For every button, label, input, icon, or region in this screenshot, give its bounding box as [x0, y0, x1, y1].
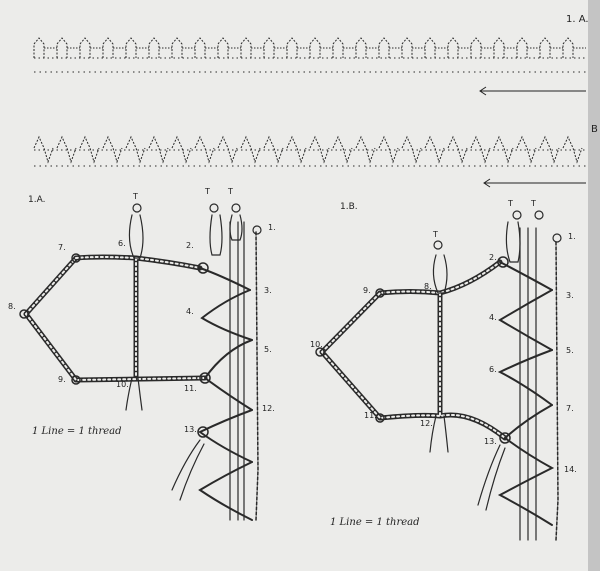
fig-a-step-7: 7.	[58, 243, 66, 252]
figure-1a-drawing	[19, 203, 262, 521]
fig-b-chain-bottom	[377, 412, 508, 441]
fig-a-step-13: 13.	[184, 425, 197, 434]
fig-a-t-mark-1: T	[133, 192, 138, 201]
edging-pattern-b	[33, 135, 586, 167]
fig-a-step-6: 6.	[118, 239, 126, 248]
fig-b-step-14: 14.	[564, 465, 577, 474]
fig-a-step-8: 8.	[8, 302, 16, 311]
fig-a-step-3: 3.	[264, 286, 272, 295]
fig-b-step-6: 6.	[489, 365, 497, 374]
fig-b-step-2: 2.	[489, 253, 497, 262]
fig-a-chain-bottom-inner	[25, 257, 206, 382]
fig-b-chain-top	[377, 259, 503, 296]
fig-b-step-1: 1.	[568, 232, 576, 241]
fig-a-step-9: 9.	[58, 375, 66, 384]
row-b-label: B	[591, 124, 598, 135]
fig-b-caption: 1 Line = 1 thread	[330, 517, 420, 528]
fig-b-step-12: 12.	[420, 419, 433, 428]
fig-a-step-1: 1.	[268, 223, 276, 232]
fig-b-t-mark-2: T	[508, 199, 513, 208]
fig-b-step-4: 4.	[489, 313, 497, 322]
fig-b-t-mark-1: T	[433, 230, 438, 239]
fig-a-step-11: 11.	[184, 384, 197, 393]
fig-a-t-mark-2: T	[205, 187, 210, 196]
fig-a-step-12: 12.	[262, 404, 275, 413]
fig-b-step-7: 7.	[566, 404, 574, 413]
fig-b-t-mark-3: T	[531, 199, 536, 208]
fig-b-step-3: 3.	[566, 291, 574, 300]
row-a-label: 1. A.	[566, 14, 589, 25]
fig-b-step-13: 13.	[484, 437, 497, 446]
fig-a-step-4: 4.	[186, 307, 194, 316]
fig-b-step-9: 9.	[363, 286, 371, 295]
edging-pattern-a	[33, 37, 586, 73]
fig-b-chain-inner	[321, 261, 506, 439]
arrowhead-b	[483, 178, 491, 188]
figure-1b-drawing	[315, 210, 562, 541]
fig-a-step-2: 2.	[186, 241, 194, 250]
fig-b-title: 1.B.	[340, 202, 358, 212]
fig-a-step-5: 5.	[264, 345, 272, 354]
fig-b-step-11: 11.	[364, 411, 377, 420]
fig-a-step-10: 10.	[116, 380, 129, 389]
arrowhead-a	[479, 86, 487, 96]
fig-b-step-8: 8.	[424, 282, 432, 291]
fig-b-step-10: 10.	[310, 340, 323, 349]
fig-a-t-mark-3: T	[228, 187, 233, 196]
fig-a-caption: 1 Line = 1 thread	[32, 426, 122, 437]
fig-a-title: 1.A.	[28, 195, 46, 205]
fig-b-step-5: 5.	[566, 346, 574, 355]
